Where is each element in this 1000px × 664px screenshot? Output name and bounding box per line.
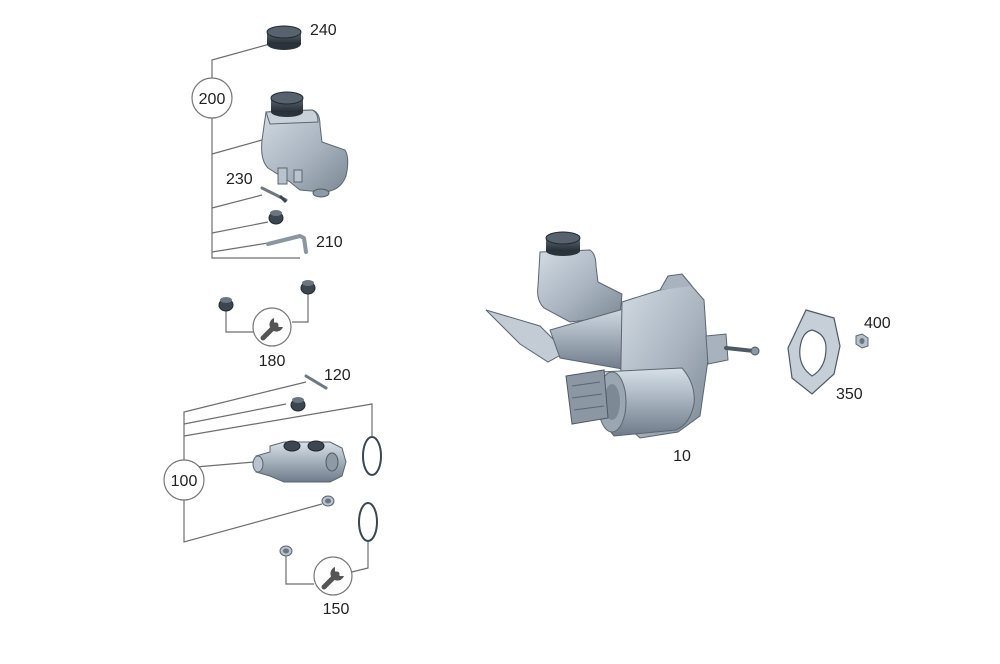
label-120: 120 bbox=[324, 367, 351, 384]
tool-180-leader-lines bbox=[225, 288, 309, 333]
small-nut-part[interactable] bbox=[321, 495, 335, 507]
label-230: 230 bbox=[226, 171, 253, 188]
plug-left-part[interactable] bbox=[218, 297, 234, 312]
brake-booster-assembly[interactable] bbox=[485, 231, 760, 439]
wrench-icon[interactable] bbox=[313, 556, 353, 596]
label-10: 10 bbox=[673, 448, 691, 465]
o-ring-lower-part[interactable] bbox=[358, 502, 378, 542]
master-cylinder-leader-lines bbox=[183, 381, 373, 543]
pipe-210-part[interactable] bbox=[266, 234, 308, 254]
label-100: 100 bbox=[171, 473, 198, 490]
callout-100[interactable]: 100 bbox=[163, 459, 205, 501]
callout-200[interactable]: 200 bbox=[191, 77, 233, 119]
gasket-part[interactable] bbox=[787, 309, 841, 395]
pin-120-part[interactable] bbox=[304, 374, 328, 390]
label-180: 180 bbox=[259, 353, 286, 370]
label-350: 350 bbox=[836, 386, 863, 403]
fitting-part[interactable] bbox=[279, 545, 293, 557]
pin-230-part[interactable] bbox=[260, 186, 288, 204]
grommet-part[interactable] bbox=[268, 210, 284, 225]
reservoir-cap-part[interactable] bbox=[266, 25, 302, 50]
label-240: 240 bbox=[310, 22, 337, 39]
nut-part[interactable] bbox=[855, 333, 869, 349]
fluid-reservoir-part[interactable] bbox=[261, 91, 349, 198]
reservoir-leader-lines bbox=[211, 43, 300, 259]
tool-150-leader-lines bbox=[285, 542, 369, 585]
master-cylinder-part[interactable] bbox=[252, 440, 347, 483]
label-400: 400 bbox=[864, 315, 891, 332]
seal-cap-part[interactable] bbox=[290, 397, 306, 412]
label-150: 150 bbox=[323, 601, 350, 618]
label-210: 210 bbox=[316, 234, 343, 251]
label-200: 200 bbox=[199, 91, 226, 108]
plug-right-part[interactable] bbox=[300, 280, 316, 295]
o-ring-upper-part[interactable] bbox=[362, 436, 382, 476]
wrench-icon[interactable] bbox=[252, 307, 292, 347]
